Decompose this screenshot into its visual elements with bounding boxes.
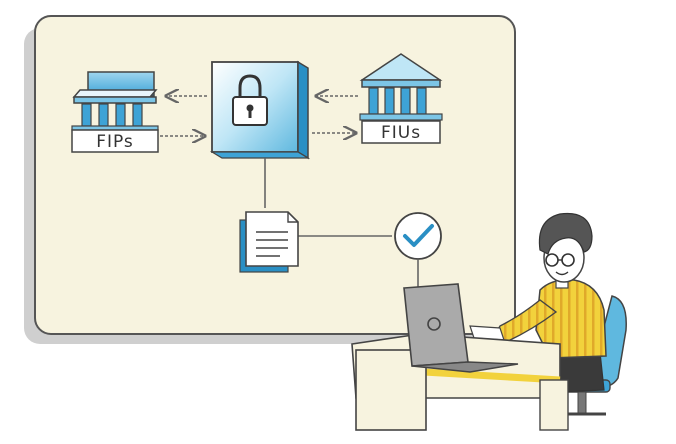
fips-label-box: FIPs bbox=[71, 129, 159, 153]
laptop-base bbox=[411, 361, 519, 373]
padlock-vault-icon bbox=[209, 60, 311, 160]
laptop-icon bbox=[403, 283, 519, 373]
fips-label: FIPs bbox=[96, 132, 134, 152]
person-hair bbox=[538, 212, 593, 255]
person-shirt bbox=[535, 278, 607, 359]
whiteboard-panel bbox=[34, 15, 516, 335]
fiu-bank-building-icon bbox=[359, 53, 443, 121]
document-stack-icon bbox=[239, 211, 299, 273]
connector-lines bbox=[264, 158, 419, 290]
person-working bbox=[469, 212, 607, 393]
checkmark-circle-icon bbox=[394, 212, 442, 260]
fius-label-box: FIUs bbox=[361, 120, 441, 144]
laptop-lid bbox=[403, 283, 469, 367]
desk-leg-right bbox=[539, 379, 569, 431]
fius-label: FIUs bbox=[381, 123, 421, 143]
fip-bank-building-icon bbox=[71, 71, 159, 131]
